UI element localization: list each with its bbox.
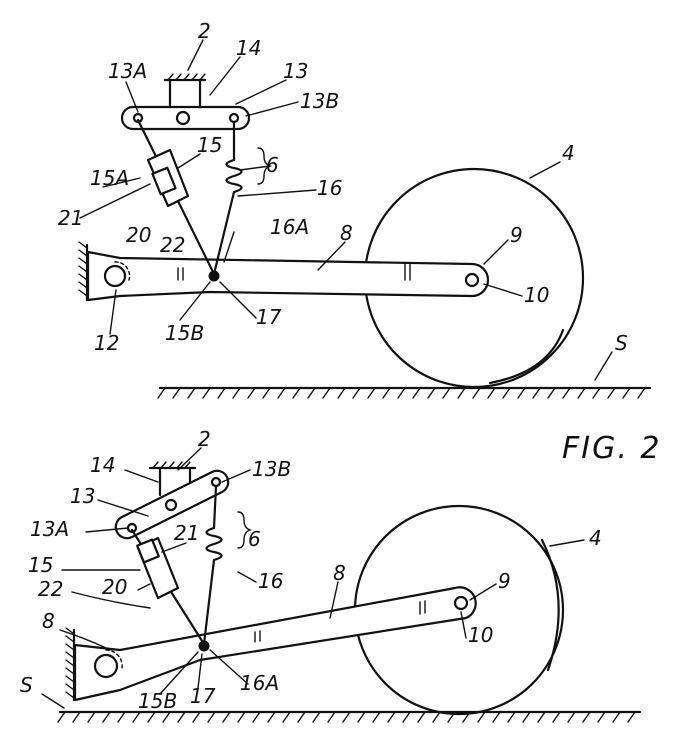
label-15A: 15A <box>90 166 129 190</box>
bottom-lever <box>114 461 230 540</box>
label-16: 16 <box>317 176 342 200</box>
label-22: 22 <box>38 577 63 601</box>
top-ground <box>157 386 652 399</box>
label-21: 21 <box>58 206 83 230</box>
label-S: S <box>20 673 33 697</box>
label-15B: 15B <box>165 321 204 345</box>
bottom-labels: 2 14 13B 13 13A 21 6 4 15 20 16 8 9 22 8… <box>20 427 602 713</box>
bottom-ground <box>57 710 642 723</box>
label-15B: 15B <box>138 689 177 713</box>
bottom-rod-15 <box>130 528 206 646</box>
label-13B: 13B <box>252 457 291 481</box>
label-13A: 13A <box>30 517 69 541</box>
label-13A: 13A <box>108 59 147 83</box>
top-leaders <box>79 39 613 381</box>
bottom-arm <box>73 586 477 702</box>
label-9: 9 <box>498 569 511 593</box>
label-9: 9 <box>510 223 523 247</box>
label-2: 2 <box>198 427 211 451</box>
bottom-leaders <box>41 447 585 709</box>
label-14: 14 <box>236 36 261 60</box>
label-21: 21 <box>174 521 199 545</box>
label-20: 20 <box>102 575 127 599</box>
label-8: 8 <box>340 221 353 245</box>
label-12: 12 <box>94 331 119 355</box>
label-6: 6 <box>266 153 279 177</box>
label-16: 16 <box>258 569 283 593</box>
label-15: 15 <box>197 133 222 157</box>
figure-label: FIG. 2 <box>562 431 662 466</box>
top-view: 2 14 13A 13 13B 15 15A 6 16 4 21 20 22 1… <box>58 19 652 399</box>
label-10: 10 <box>468 623 493 647</box>
label-14: 14 <box>90 453 115 477</box>
top-wall-mount <box>78 241 89 302</box>
top-rod-15 <box>136 118 216 276</box>
label-8-arm: 8 <box>333 561 346 585</box>
label-20: 20 <box>126 223 151 247</box>
label-13B: 13B <box>300 89 339 113</box>
label-13: 13 <box>283 59 308 83</box>
label-22: 22 <box>160 233 185 257</box>
top-labels: 2 14 13A 13 13B 15 15A 6 16 4 21 20 22 1… <box>58 19 628 355</box>
top-spring <box>212 120 273 276</box>
top-lever <box>120 73 251 131</box>
label-15: 15 <box>28 553 53 577</box>
label-17: 17 <box>190 684 216 708</box>
label-10: 10 <box>524 283 549 307</box>
label-17: 17 <box>256 305 282 329</box>
bottom-view: 2 14 13B 13 13A 21 6 4 15 20 16 8 9 22 8… <box>20 427 642 723</box>
label-4: 4 <box>589 526 602 550</box>
top-arm <box>86 250 490 302</box>
label-2: 2 <box>198 19 211 43</box>
label-8: 8 <box>42 609 55 633</box>
label-13: 13 <box>70 484 95 508</box>
label-S: S <box>615 331 628 355</box>
label-4: 4 <box>562 141 575 165</box>
label-16A: 16A <box>270 215 309 239</box>
bottom-spring <box>202 484 253 646</box>
label-6: 6 <box>248 527 261 551</box>
bottom-wall-mount <box>65 627 76 702</box>
